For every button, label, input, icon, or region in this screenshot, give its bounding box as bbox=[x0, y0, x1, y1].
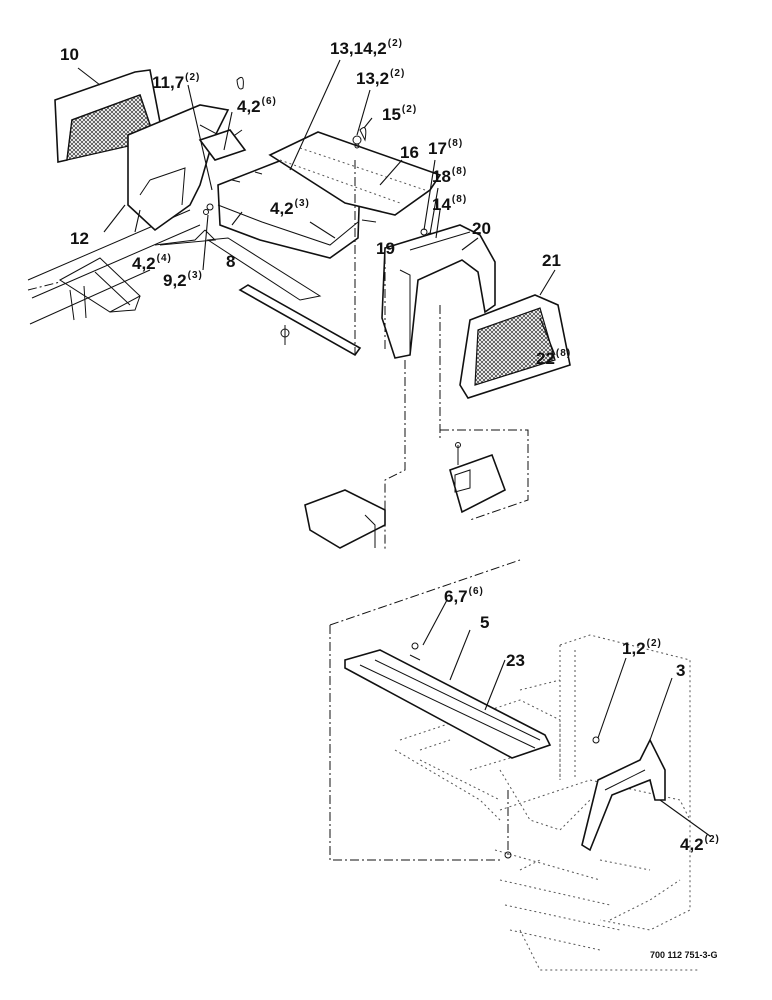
callout-4-2-lower: 4,2(2) bbox=[680, 834, 720, 854]
leader-lines bbox=[77, 59, 711, 837]
part-20-hood bbox=[381, 224, 496, 359]
document-number: 700 112 751-3-G bbox=[650, 950, 718, 960]
strip-parts bbox=[159, 229, 362, 357]
callout-4-2-left: 4,2(4) bbox=[132, 253, 172, 273]
callout-11-7: 11,7(2) bbox=[152, 72, 201, 92]
bracket-lower-left bbox=[304, 489, 386, 549]
part-21-screen bbox=[459, 294, 571, 399]
callout-20: 20 bbox=[472, 219, 491, 238]
callout-18: 18(8) bbox=[432, 166, 468, 186]
bracket-lower-right bbox=[449, 442, 506, 514]
callout-10: 10 bbox=[60, 45, 79, 64]
callout-8: 8 bbox=[226, 252, 236, 271]
callout-4-2-top: 4,2(6) bbox=[237, 96, 277, 116]
callout-16: 16 bbox=[400, 143, 419, 162]
callout-6-7: 6,7(6) bbox=[444, 586, 484, 606]
callout-9-2: 9,2(3) bbox=[163, 270, 203, 290]
callout-13-2: 13,2(2) bbox=[356, 68, 406, 88]
centerlines-upper bbox=[354, 160, 529, 550]
part-5-shelf bbox=[344, 649, 552, 759]
callout-17: 17(8) bbox=[428, 138, 464, 158]
callout-21: 21 bbox=[542, 251, 561, 270]
callout-13-14-2: 13,14,2(2) bbox=[330, 38, 403, 58]
bracket-top bbox=[198, 76, 247, 161]
baler-frame bbox=[394, 634, 700, 971]
callout-23: 23 bbox=[506, 651, 525, 670]
callout-5: 5 bbox=[480, 613, 490, 632]
callout-4-2-mid: 4,2(3) bbox=[270, 198, 310, 218]
hardware-lower bbox=[411, 642, 600, 859]
callout-15: 15(2) bbox=[382, 104, 418, 124]
callout-12: 12 bbox=[70, 229, 89, 248]
part-12-side-panel bbox=[127, 104, 243, 246]
callout-3: 3 bbox=[676, 661, 686, 680]
callout-22: 22(8) bbox=[536, 348, 572, 368]
callout-19: 19 bbox=[376, 239, 395, 258]
view-boundary bbox=[329, 559, 521, 861]
frame-rail-left bbox=[27, 209, 201, 325]
callout-1-2: 1,2(2) bbox=[622, 638, 662, 658]
part-3-bracket bbox=[581, 738, 666, 852]
callout-14: 14(8) bbox=[432, 194, 468, 214]
